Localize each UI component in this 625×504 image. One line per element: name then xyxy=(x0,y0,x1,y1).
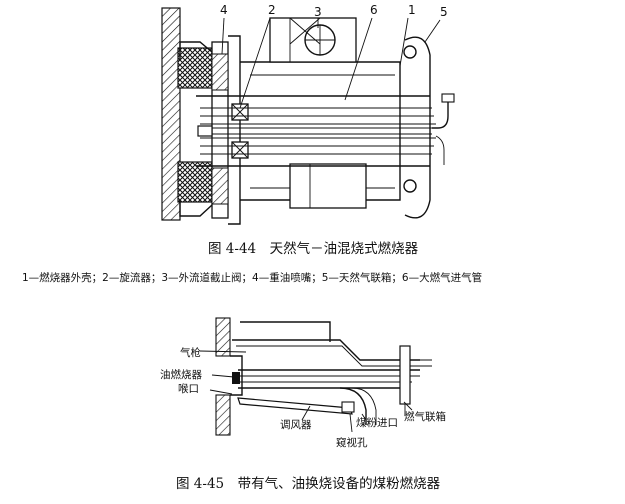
wall-flange xyxy=(228,35,241,225)
leader-oil-burner xyxy=(211,374,235,378)
nozzle-tip xyxy=(232,372,240,384)
pipe-lines-top xyxy=(200,107,436,125)
oil-gun xyxy=(212,127,432,135)
leader-coal-inlet xyxy=(361,413,367,421)
gas-header-stub xyxy=(420,359,432,367)
leader-gas-gun xyxy=(199,350,247,353)
label-damper: 调风器 xyxy=(280,419,312,431)
pipe-lines-bottom xyxy=(200,137,436,155)
leader-6 xyxy=(344,17,373,101)
refractory-block-top xyxy=(177,47,213,89)
furnace-wall xyxy=(161,7,181,221)
label-throat: 喉口 xyxy=(178,383,199,395)
coal-inlet-curve-inner xyxy=(351,387,377,425)
part-number-4: 4 xyxy=(220,3,228,17)
part-number-5: 5 xyxy=(440,5,448,19)
front-plate-hatch-bottom xyxy=(211,167,229,205)
label-sight-hole: 窥视孔 xyxy=(336,436,368,449)
part-number-2: 2 xyxy=(268,3,276,17)
damper-duct xyxy=(237,397,353,415)
part-number-3: 3 xyxy=(314,5,322,19)
upper-duct xyxy=(240,321,331,342)
damper-box xyxy=(341,401,355,413)
coal-inlet-curve xyxy=(339,387,367,425)
leader-4 xyxy=(221,17,225,55)
leader-damper xyxy=(301,405,311,421)
swirler-bottom-x xyxy=(231,141,249,159)
block-outline-top xyxy=(179,41,213,60)
figure1-legend: 1—燃烧器外壳；2—旋流器；3—外流道截止阀；4—重油喷嘴；5—天然气联箱；6—… xyxy=(22,271,482,284)
label-oil-burner: 油燃烧器 xyxy=(160,368,202,381)
gas-header-ring xyxy=(404,36,431,219)
leader-sight-hole xyxy=(349,413,353,433)
leader-throat xyxy=(209,389,233,395)
burner-diagram-1: 4 2 3 6 1 5 xyxy=(161,3,455,225)
throat-outline xyxy=(230,355,243,396)
burner-diagram-2: 气枪 油燃烧器 喉口 调风器 煤粉进口 燃气联箱 窥视孔 xyxy=(160,317,446,449)
figure1-caption: 图 4-44 天然气－油混烧式燃烧器 xyxy=(208,240,419,257)
wall-lower xyxy=(215,394,231,436)
leader-1 xyxy=(399,17,409,67)
gas-lower-bend xyxy=(435,135,445,165)
leader-5 xyxy=(424,19,441,43)
oil-nozzle xyxy=(197,125,213,137)
gas-inlet-flange xyxy=(441,93,455,103)
gas-inlet-bend xyxy=(432,100,449,129)
part-number-6: 6 xyxy=(370,3,378,17)
figure2-caption: 图 4-45 带有气、油换烧设备的煤粉燃烧器 xyxy=(176,475,441,492)
block-outline-bottom xyxy=(179,200,213,217)
gas-header-box xyxy=(399,345,411,405)
refractory-block-bottom xyxy=(177,161,213,203)
header-bolt-top xyxy=(403,45,417,59)
top-wall xyxy=(232,339,420,361)
label-gas-gun: 气枪 xyxy=(180,346,201,359)
wall-upper xyxy=(215,317,231,357)
part-number-1: 1 xyxy=(408,3,416,17)
front-plate-hatch-top xyxy=(211,53,229,91)
leader-gas-header xyxy=(403,401,413,411)
lower-box xyxy=(289,163,367,209)
top-wall-inner xyxy=(236,345,420,367)
swirler-top-x xyxy=(231,103,249,121)
leader-2 xyxy=(239,17,271,109)
label-gas-header: 燃气联箱 xyxy=(404,410,446,423)
header-bolt-bottom xyxy=(403,179,417,193)
label-coal-inlet: 煤粉进口 xyxy=(356,416,398,429)
